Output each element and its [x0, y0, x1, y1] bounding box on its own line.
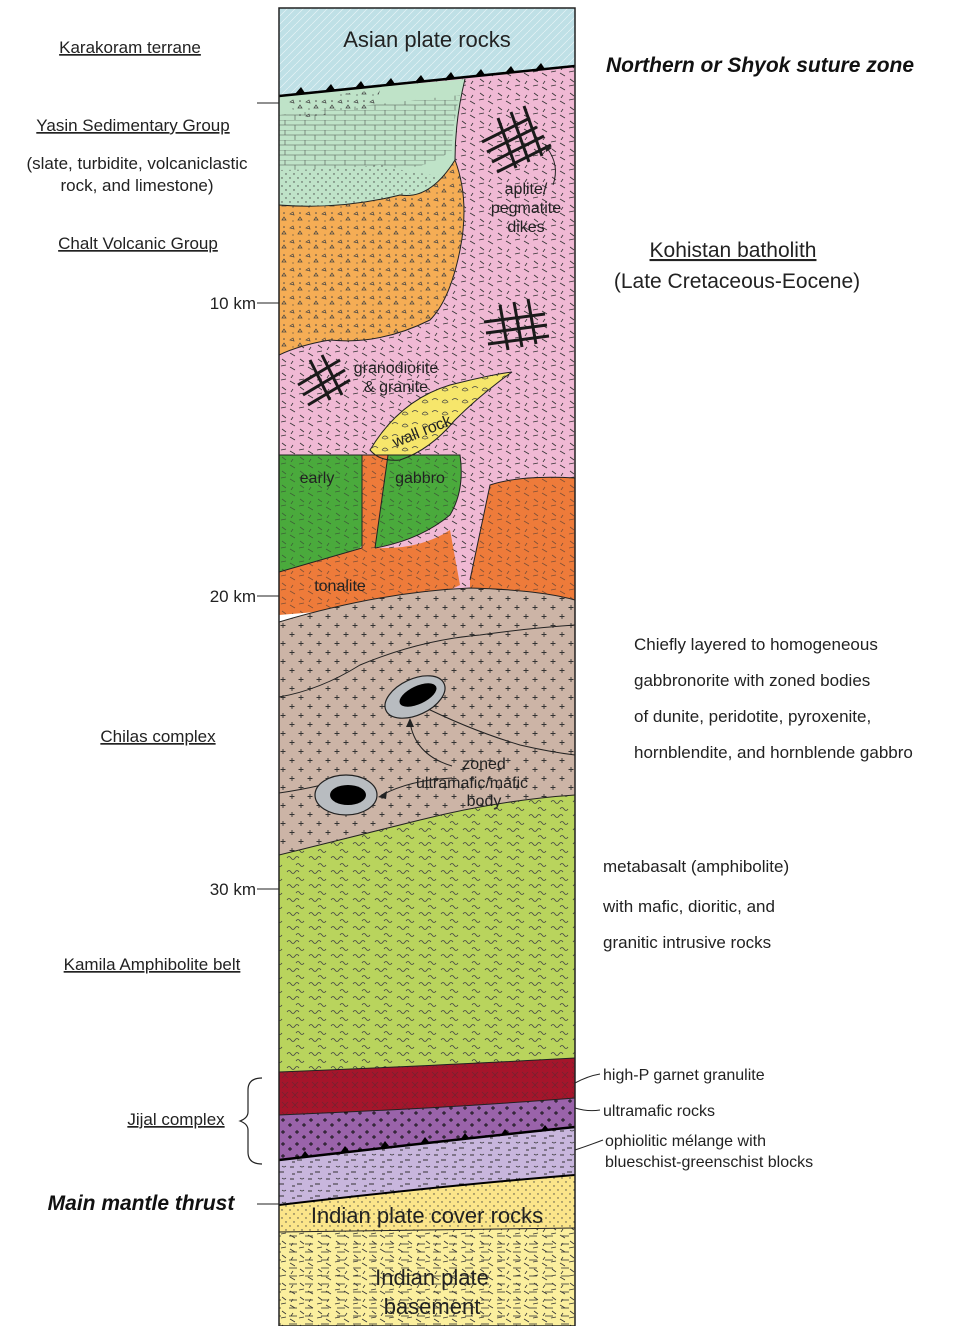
label-chilas-desc-4: hornblendite, and hornblende gabbro: [634, 743, 913, 762]
label-aplite-3: dikes: [507, 219, 544, 236]
label-indian-basement-2: basement: [384, 1294, 481, 1319]
label-yasin-desc-1: (slate, turbidite, volcaniclastic: [26, 154, 248, 173]
label-main-mantle-thrust: Main mantle thrust: [48, 1192, 236, 1215]
label-kamila: Kamila Amphibolite belt: [64, 955, 241, 974]
label-indian-cover: Indian plate cover rocks: [311, 1203, 543, 1228]
label-early: early: [300, 470, 335, 487]
right-labels: Kohistan batholith (Late Cretaceous-Eoce…: [602, 239, 913, 1171]
left-labels: Karakoram terrane Yasin Sedimentary Grou…: [26, 38, 248, 1129]
label-kamila-desc-2: with mafic, dioritic, and: [602, 897, 775, 916]
label-granodiorite-2: & granite: [364, 379, 428, 396]
label-chilas-desc-1: Chiefly layered to homogeneous: [634, 635, 878, 654]
label-jijal: Jijal complex: [127, 1110, 225, 1129]
label-granodiorite-1: granodiorite: [354, 360, 439, 377]
label-zoned-1: zoned: [462, 756, 506, 773]
label-chilas-desc-2: gabbronorite with zoned bodies: [634, 671, 870, 690]
label-karakoram: Karakoram terrane: [59, 38, 201, 57]
label-kamila-desc-3: granitic intrusive rocks: [603, 933, 771, 952]
depth-30km: 30 km: [210, 880, 256, 899]
label-tonalite: tonalite: [314, 578, 366, 595]
label-ultramafic: ultramafic rocks: [603, 1103, 715, 1120]
label-asian-plate: Asian plate rocks: [343, 27, 511, 52]
label-aplite-2: pegmatite: [491, 200, 561, 217]
label-garnet: high-P garnet granulite: [603, 1067, 765, 1084]
label-yasin-desc-2: rock, and limestone): [60, 176, 213, 195]
label-shyok-suture: Northern or Shyok suture zone: [606, 54, 914, 77]
label-zoned-3: body: [467, 793, 502, 810]
label-kohistan-title: Kohistan batholith: [650, 239, 817, 262]
label-chilas-desc-3: of dunite, peridotite, pyroxenite,: [634, 707, 871, 726]
right-leaders: [575, 1074, 603, 1150]
left-leaders: [257, 103, 279, 1204]
label-zoned-2: ultramafic/mafic: [416, 775, 528, 792]
label-yasin: Yasin Sedimentary Group: [36, 116, 229, 135]
label-ophiolitic-2: blueschist-greenschist blocks: [605, 1154, 813, 1171]
label-chalt: Chalt Volcanic Group: [58, 234, 218, 253]
depth-20km: 20 km: [210, 587, 256, 606]
jijal-brace: [240, 1078, 262, 1164]
label-chilas: Chilas complex: [100, 727, 216, 746]
label-kohistan-age: (Late Cretaceous-Eocene): [614, 270, 860, 293]
label-kamila-desc-1: metabasalt (amphibolite): [603, 857, 789, 876]
label-indian-basement-1: Indian plate: [375, 1265, 489, 1290]
label-ophiolitic-1: ophiolitic mélange with: [605, 1133, 766, 1150]
label-gabbro: gabbro: [395, 470, 445, 487]
label-aplite-1: aplite/: [505, 181, 548, 198]
depth-10km: 10 km: [210, 294, 256, 313]
depth-ticks: 10 km 20 km 30 km: [210, 294, 256, 899]
